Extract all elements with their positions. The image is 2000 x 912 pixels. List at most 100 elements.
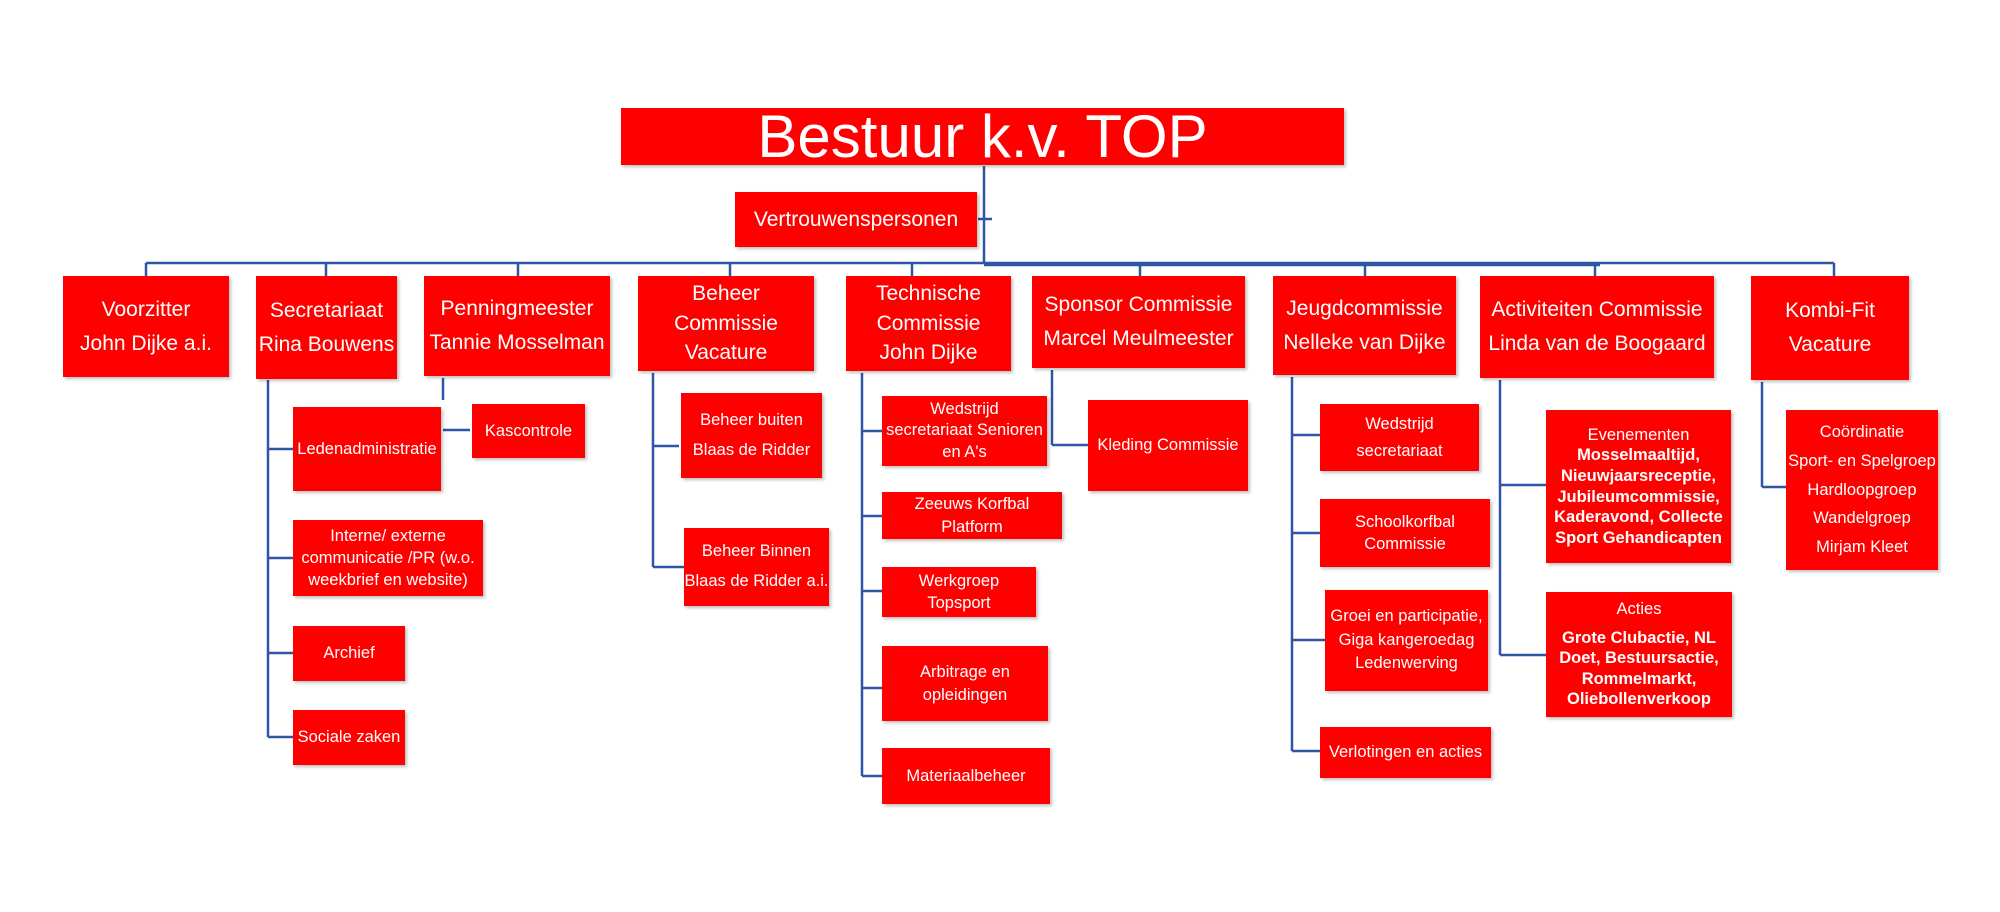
box-line: Interne/ externe	[330, 526, 446, 545]
box-line: Archief	[323, 644, 375, 663]
chart-title: Bestuur k.v. TOP	[621, 108, 1344, 165]
box-heading: Evenementen	[1587, 425, 1690, 444]
box-line: Arbitrage en	[920, 663, 1010, 682]
box-sociale-zaken: Sociale zaken	[293, 710, 405, 765]
box-line: Ledenadministratie	[297, 439, 437, 458]
box-line: Beheer buiten	[700, 410, 803, 429]
box-line: Wandelgroep	[1813, 509, 1911, 528]
box-line: Mirjam Kleet	[1816, 538, 1908, 557]
box-zeeuws-korfbal-platform: Zeeuws Korfbal Platform	[882, 492, 1062, 539]
box-line: Vacature	[684, 341, 768, 365]
box-coordinatie: Coördinatie Sport- en Spelgroep Hardloop…	[1786, 410, 1938, 570]
box-voorzitter: Voorzitter John Dijke a.i.	[63, 276, 229, 377]
box-evenementen: Evenementen Mosselmaaltijd, Nieuwjaarsre…	[1546, 410, 1731, 563]
box-line: Kombi-Fit	[1785, 299, 1875, 323]
box-line: Wedstrijd	[1365, 415, 1434, 434]
box-schoolkorfbal-commissie: Schoolkorfbal Commissie	[1320, 499, 1490, 567]
box-line: Secretariaat	[269, 298, 384, 322]
box-activiteiten-commissie: Activiteiten Commissie Linda van de Boog…	[1480, 276, 1714, 378]
box-line: Rommelmarkt,	[1581, 669, 1697, 688]
box-label: Vertrouwenspersonen	[753, 207, 959, 231]
box-line: Wedstrijd	[930, 399, 999, 418]
box-kleding-commissie: Kleding Commissie	[1088, 400, 1248, 491]
box-line: Beheer Binnen	[701, 542, 812, 561]
box-kascontrole: Kascontrole	[472, 404, 585, 458]
box-sponsor-commissie: Sponsor Commissie Marcel Meulmeester	[1032, 276, 1245, 368]
box-beheer-buiten: Beheer buiten Blaas de Ridder	[681, 393, 822, 478]
box-vertrouwenspersonen: Vertrouwenspersonen	[735, 192, 977, 247]
box-line: Beheer	[692, 282, 760, 306]
box-line: Linda van de Boogaard	[1488, 332, 1706, 355]
box-line: Kascontrole	[484, 421, 573, 440]
box-line: opleidingen	[922, 685, 1008, 704]
box-line: Sport- en Spelgroep	[1788, 451, 1936, 470]
box-line: Nieuwjaarsreceptie,	[1561, 466, 1716, 485]
box-beheer-commissie: Beheer Commissie Vacature	[638, 276, 814, 371]
box-line: secretariaat	[1356, 441, 1443, 460]
box-line: Doet, Bestuursactie,	[1559, 649, 1719, 668]
box-line: Commissie	[674, 311, 778, 335]
box-line: Kaderavond, Collecte	[1554, 508, 1723, 527]
box-line: Blaas de Ridder a.i.	[684, 572, 829, 590]
box-line: Commissie	[1364, 535, 1446, 553]
box-line: Sociale zaken	[297, 728, 401, 747]
box-line: Kleding Commissie	[1097, 436, 1239, 455]
box-line: Vacature	[1788, 333, 1872, 356]
box-line: John Dijke	[879, 341, 978, 365]
box-line: Mosselmaaltijd,	[1577, 446, 1700, 465]
box-acties: Acties Grote Clubactie, NL Doet, Bestuur…	[1546, 592, 1732, 717]
box-line: Nelleke van Dijke	[1283, 330, 1446, 354]
box-line: Werkgroep	[918, 571, 1000, 590]
box-line: Sport Gehandicapten	[1555, 528, 1722, 547]
box-line: Marcel Meulmeester	[1043, 327, 1234, 350]
box-jeugdcommissie: Jeugdcommissie Nelleke van Dijke	[1273, 276, 1456, 375]
box-ledenadministratie: Ledenadministratie	[293, 407, 441, 491]
box-archief: Archief	[293, 626, 405, 681]
box-groei-participatie: Groei en participatie, Giga kangeroedag …	[1325, 590, 1488, 691]
box-line: Verlotingen en acties	[1328, 743, 1483, 762]
box-line: Voorzitter	[101, 297, 191, 321]
box-technische-commissie: Technische Commissie John Dijke	[846, 276, 1011, 371]
box-beheer-binnen: Beheer Binnen Blaas de Ridder a.i.	[684, 528, 829, 606]
box-line: communicatie /PR (w.o.	[301, 548, 475, 567]
box-line: Jubileumcommissie,	[1557, 487, 1720, 506]
box-line: John Dijke a.i.	[80, 331, 212, 355]
box-line: Blaas de Ridder	[692, 440, 811, 459]
box-line: Jeugdcommissie	[1286, 296, 1443, 320]
box-communicatie: Interne/ externe communicatie /PR (w.o. …	[293, 520, 483, 596]
box-line: Technische	[875, 282, 982, 306]
box-line: Coördinatie	[1819, 422, 1905, 441]
box-line: Oliebollenverkoop	[1567, 690, 1711, 709]
box-line: Groei en participatie,	[1330, 606, 1483, 625]
box-line: Sponsor Commissie	[1044, 293, 1233, 317]
box-werkgroep-topsport: Werkgroep Topsport	[882, 567, 1036, 617]
box-kombi-fit: Kombi-Fit Vacature	[1751, 276, 1909, 380]
box-line: Platform	[941, 517, 1003, 536]
box-line: Schoolkorfbal	[1355, 512, 1455, 531]
box-wedstrijd-secretariaat-jeugd: Wedstrijd secretariaat	[1320, 404, 1479, 471]
box-line: weekbrief en website)	[308, 571, 468, 590]
box-line: Hardloopgroep	[1807, 480, 1917, 499]
box-line: Materiaalbeheer	[906, 766, 1026, 785]
box-verlotingen-acties: Verlotingen en acties	[1320, 727, 1491, 778]
chart-title-text: Bestuur k.v. TOP	[757, 108, 1208, 165]
box-line: Ledenwerving	[1355, 654, 1458, 673]
box-line: Rina Bouwens	[258, 332, 395, 356]
box-line: Tannie Mosselman	[429, 331, 605, 354]
box-line: Penningmeester	[440, 297, 594, 321]
box-heading: Acties	[1616, 599, 1662, 618]
box-line: Activiteiten Commissie	[1491, 298, 1703, 322]
box-materiaalbeheer: Materiaalbeheer	[882, 748, 1050, 804]
box-penningmeester: Penningmeester Tannie Mosselman	[424, 276, 610, 376]
box-arbitrage: Arbitrage en opleidingen	[882, 646, 1048, 721]
box-wedstrijd-senioren: Wedstrijd secretariaat Senioren en A's	[882, 396, 1047, 466]
box-line: Grote Clubactie, NL	[1561, 628, 1717, 647]
box-line: Zeeuws Korfbal	[914, 495, 1030, 514]
box-line: Topsport	[927, 594, 991, 612]
box-line: en A's	[942, 442, 987, 461]
box-line: Giga kangeroedag	[1338, 630, 1475, 649]
box-secretariaat: Secretariaat Rina Bouwens	[256, 276, 397, 379]
box-line: Commissie	[876, 311, 981, 335]
